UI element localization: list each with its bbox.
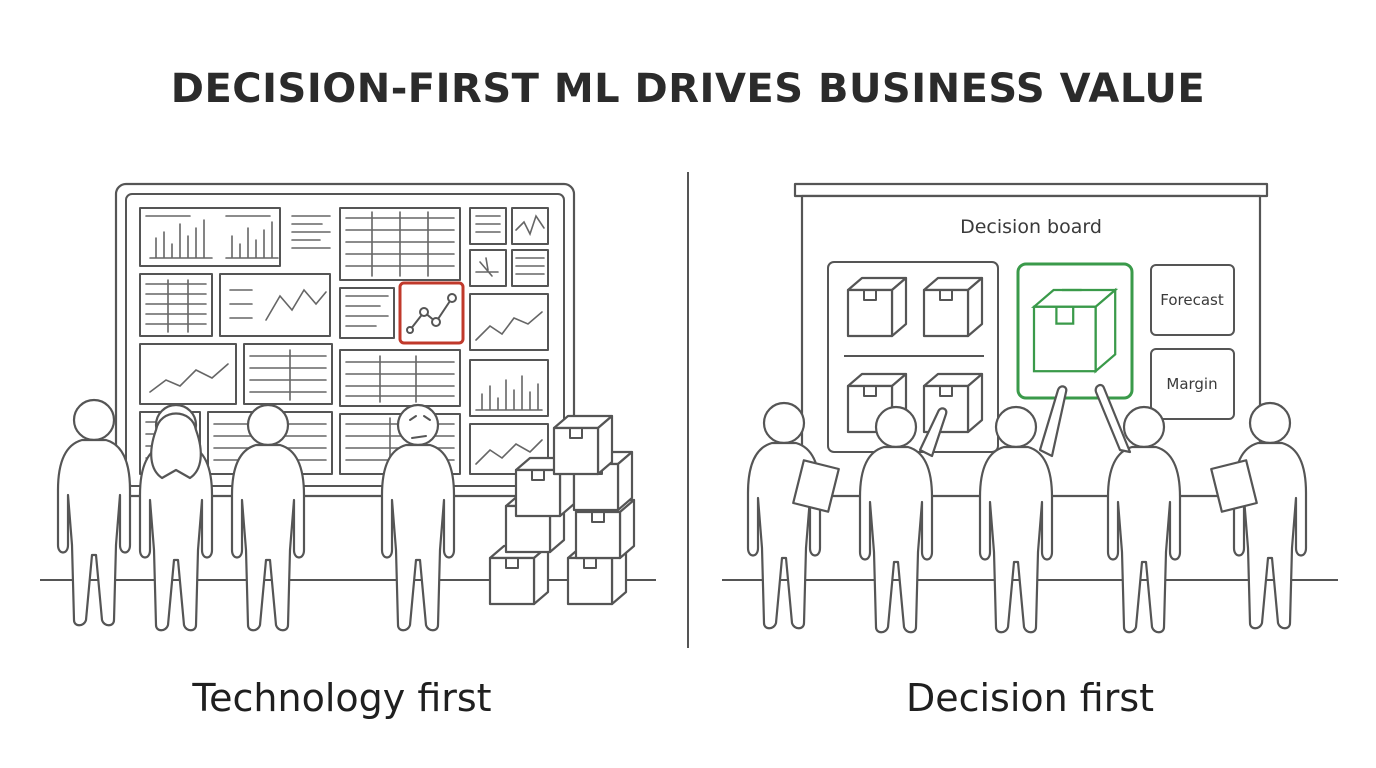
board-title: Decision board	[960, 216, 1102, 238]
team-left	[56, 398, 456, 632]
team-right	[746, 383, 1308, 634]
forecast-label: Forecast	[1160, 291, 1224, 309]
caption-decision-first: Decision first	[905, 676, 1155, 720]
caption-technology-first: Technology first	[192, 676, 492, 720]
selected-decision-card	[1016, 262, 1134, 400]
page-title: DECISION-FIRST ML DRIVES BUSINESS VALUE	[170, 66, 1206, 112]
cluttered-dashboard-board	[114, 182, 576, 498]
forecast-card: Forecast	[1150, 264, 1235, 336]
margin-card: Margin	[1150, 348, 1235, 420]
margin-label: Margin	[1166, 375, 1217, 393]
highlighted-chart-widget	[398, 281, 465, 345]
